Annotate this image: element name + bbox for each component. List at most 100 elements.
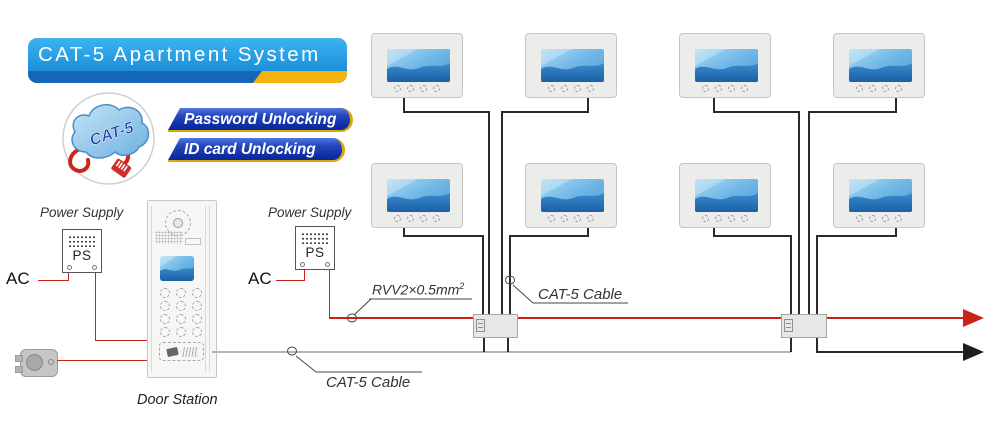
monitor-screen	[695, 49, 758, 82]
keypad-key	[192, 288, 202, 299]
card-reader	[159, 342, 204, 361]
cat5-wire	[808, 111, 897, 113]
monitor-button-icon	[869, 85, 876, 92]
keypad-key	[176, 288, 186, 299]
cat5-wire	[501, 111, 503, 315]
monitor-buttons	[372, 85, 462, 92]
right-power-supply-label: Power Supply	[268, 205, 352, 220]
cat5-wire	[403, 235, 483, 237]
monitor-button-icon	[548, 215, 555, 222]
power-wire	[95, 340, 147, 341]
left-power-supply-label: Power Supply	[40, 205, 124, 220]
cat5-wire	[587, 228, 589, 237]
title-banner-strip	[28, 71, 347, 83]
monitor-screen	[541, 49, 604, 82]
leader-line	[353, 298, 372, 316]
cat5-wire	[501, 111, 589, 113]
monitor-button-icon	[869, 215, 876, 222]
cat5-wire	[509, 235, 589, 237]
lock-tab	[15, 355, 23, 362]
monitor-screen	[849, 179, 912, 212]
indoor-monitor-6	[525, 163, 617, 228]
keypad-key	[192, 313, 202, 324]
cat5-cloud-logo: CAT-5	[62, 90, 155, 187]
cat5-wire	[587, 98, 589, 112]
monitor-button-icon	[561, 85, 568, 92]
cat5-wire	[790, 235, 792, 315]
lock-tab	[15, 366, 23, 373]
rvv2-cable-label: RVV2×0.5mm2	[372, 281, 465, 298]
right-ac-label: AC	[248, 269, 272, 288]
monitor-button-icon	[856, 215, 863, 222]
indoor-monitor-4	[833, 33, 925, 98]
keypad-key	[160, 326, 170, 337]
title-banner: CAT-5 Apartment System	[28, 38, 347, 83]
monitor-button-icon	[702, 85, 709, 92]
right-power-supply-unit: PS	[295, 226, 335, 270]
keypad-key	[192, 301, 202, 312]
monitor-button-icon	[728, 215, 735, 222]
keypad-key	[160, 313, 170, 324]
monitor-buttons	[680, 85, 770, 92]
cat5-wire	[483, 338, 485, 352]
feature-banner-password-unlocking: Password Unlocking	[167, 108, 353, 132]
monitor-button-icon	[882, 215, 889, 222]
door-station	[147, 200, 217, 378]
terminal-icon	[67, 265, 72, 270]
monitor-screen	[387, 179, 450, 212]
monitor-buttons	[680, 215, 770, 222]
cat5-wire	[403, 98, 405, 112]
monitor-screen	[387, 49, 450, 82]
monitor-button-icon	[741, 85, 748, 92]
door-station-label: Door Station	[137, 392, 218, 408]
indoor-monitor-7	[679, 163, 771, 228]
panel-groove	[205, 206, 206, 372]
door-station-screen	[160, 256, 194, 281]
keypad-key	[160, 301, 170, 312]
title-banner-body	[28, 38, 347, 71]
monitor-button-icon	[433, 215, 440, 222]
panel-groove	[151, 206, 152, 372]
cat5-cable-label-top: CAT-5 Cable	[538, 286, 623, 303]
cat5-wire	[816, 351, 964, 353]
monitor-button-icon	[420, 85, 427, 92]
monitor-button-icon	[407, 85, 414, 92]
indoor-monitor-2	[525, 33, 617, 98]
cat5-wire	[713, 235, 791, 237]
monitor-button-icon	[715, 215, 722, 222]
monitor-button-icon	[587, 215, 594, 222]
leader-line	[512, 284, 534, 304]
distributor-right	[781, 314, 827, 338]
monitor-button-icon	[895, 85, 902, 92]
cat5-wire	[808, 111, 810, 315]
cat5-wire	[816, 235, 818, 315]
cat5-wire	[507, 338, 509, 352]
monitor-button-icon	[574, 85, 581, 92]
monitor-buttons	[526, 85, 616, 92]
page-title: CAT-5 Apartment System	[38, 43, 321, 66]
cat5-wire	[713, 228, 715, 237]
cat5-wire	[895, 228, 897, 237]
cat5-wire	[509, 235, 511, 315]
keypad-key	[192, 326, 202, 337]
cat5-wire	[713, 98, 715, 112]
monitor-screen	[695, 179, 758, 212]
power-wire	[329, 317, 966, 319]
cat5-wire	[713, 111, 799, 113]
monitor-button-icon	[407, 215, 414, 222]
monitor-button-icon	[394, 215, 401, 222]
door-lock	[15, 349, 58, 377]
red-arrow-icon	[963, 309, 984, 327]
cloud-icon: CAT-5	[62, 92, 155, 185]
monitor-button-icon	[741, 215, 748, 222]
keypad-key	[176, 301, 186, 312]
cat5-wire	[790, 338, 792, 352]
vent-dots	[67, 234, 97, 247]
monitor-button-icon	[702, 215, 709, 222]
monitor-button-icon	[574, 215, 581, 222]
terminal-icon	[300, 262, 305, 267]
monitor-button-icon	[394, 85, 401, 92]
monitor-buttons	[526, 215, 616, 222]
monitor-screen	[849, 49, 912, 82]
